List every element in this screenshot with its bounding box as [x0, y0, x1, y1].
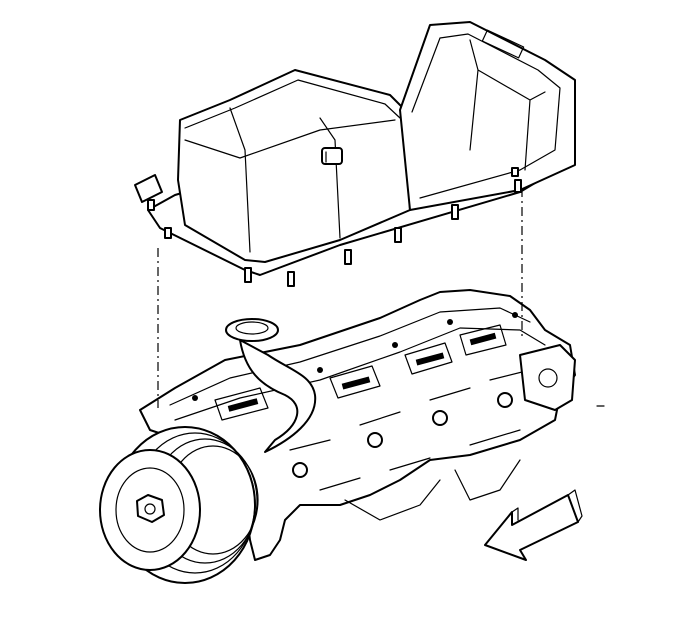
cap-slot-3 [415, 352, 445, 366]
block-boss-4 [497, 392, 513, 408]
crankshaft-balancer [99, 426, 259, 584]
front-direction-arrow-icon [484, 489, 583, 561]
flange-bolt-5 [394, 227, 402, 243]
flange-bolt-2 [244, 267, 252, 283]
block-deck-edge [169, 307, 531, 406]
balancer-bolt-icon [136, 494, 165, 523]
block-lower-skirt [344, 459, 521, 521]
drain-plug-icon [321, 147, 343, 165]
flange-bolts [147, 167, 522, 287]
arrow-depth [511, 489, 583, 523]
rail-bolt-2 [317, 367, 323, 373]
block-boss-2 [367, 432, 383, 448]
pickup-tube-body [239, 339, 317, 453]
bearing-cap-1 [214, 387, 269, 421]
balancer-bolt-center [144, 503, 156, 515]
cap-slot-4 [469, 332, 497, 346]
block-boss-1 [292, 462, 308, 478]
rear-seal-bore [538, 368, 558, 388]
rail-bolt-5 [512, 312, 518, 318]
oil-pan-sump [177, 69, 411, 263]
flange-bolt-4 [344, 249, 352, 265]
flange-bolt-3 [287, 271, 295, 287]
balancer-hub [115, 467, 185, 553]
block-rear-flange [519, 344, 576, 411]
flange-bolt-9 [147, 199, 155, 211]
sump-top-edge [184, 79, 401, 129]
block-boss-3 [432, 410, 448, 426]
block-deck-edge-lower [174, 327, 546, 421]
bearing-cap-3 [404, 342, 453, 375]
arrow-body [484, 494, 579, 561]
oil-pan-shallow-section [399, 21, 576, 211]
oil-pickup-tube [225, 318, 317, 453]
shallow-rib [469, 39, 546, 171]
cap-slot-1 [227, 398, 259, 412]
pan-side-fitting [134, 174, 163, 203]
pan-label-pad [481, 29, 525, 59]
sump-front-face [184, 119, 396, 159]
cap-slot-2 [341, 376, 371, 390]
bearing-cap-4 [459, 324, 507, 356]
flange-bolt-1 [164, 227, 172, 239]
block-rib-lines [289, 369, 531, 491]
flange-bolt-6 [451, 204, 459, 220]
rail-bolt-3 [392, 342, 398, 348]
oil-pan [134, 21, 576, 287]
rail-bolt-4 [447, 319, 453, 325]
sump-corner-edge [229, 107, 341, 253]
bearing-cap-2 [329, 365, 381, 399]
pickup-screen-inner [235, 321, 269, 335]
flange-bolt-7 [514, 179, 522, 193]
rail-bolt-1 [192, 395, 198, 401]
flange-bolt-8 [511, 167, 519, 177]
